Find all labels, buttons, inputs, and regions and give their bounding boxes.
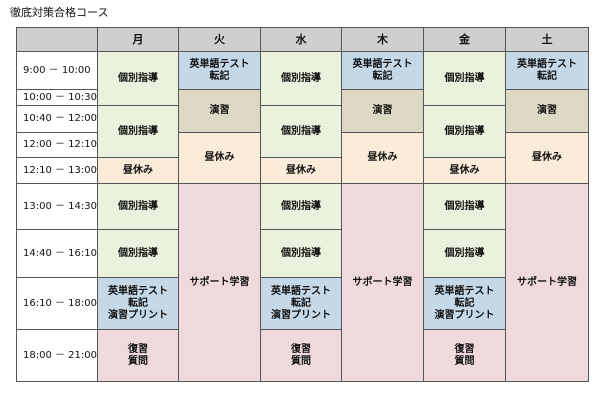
fri-kobetsu-cell: 個別指導 [423, 105, 506, 158]
tue-enshu-cell: 演習 [178, 89, 261, 133]
fri-hiru-cell: 昼休み [423, 157, 506, 184]
time-slot: 12:00 － 12:10 [16, 132, 98, 158]
mon-kobetsu-cell: 個別指導 [97, 183, 179, 230]
wed-fukushu-cell: 復習 質問 [260, 329, 342, 382]
thu-enshu-cell: 演習 [341, 89, 424, 133]
tue-hiru-cell: 昼休み [178, 132, 261, 184]
fri-kobetsu-cell: 個別指導 [423, 229, 506, 278]
day-header-tue: 火 [178, 27, 261, 52]
time-slot: 16:10 － 18:00 [16, 277, 98, 330]
mon-hiru-cell: 昼休み [97, 157, 179, 184]
day-header-thu: 木 [341, 27, 424, 52]
tue-support-cell: サポート学習 [178, 183, 261, 382]
mon-kobetsu-cell: 個別指導 [97, 51, 179, 106]
corner-cell [16, 27, 98, 52]
sat-hiru-cell: 昼休み [505, 132, 589, 184]
time-slot: 18:00 － 21:00 [16, 329, 98, 382]
mon-fukushu-cell: 復習 質問 [97, 329, 179, 382]
mon-english-print-cell: 英単語テスト 転記 演習プリント [97, 277, 179, 330]
sat-english-cell: 英単語テスト 転記 [505, 51, 589, 90]
tue-english-cell: 英単語テスト 転記 [178, 51, 261, 90]
day-header-mon: 月 [97, 27, 179, 52]
timetable: 月 火 水 木 金 土 9:00 － 10:00 個別指導 英単語テスト 転記 … [16, 27, 589, 382]
fri-fukushu-cell: 復習 質問 [423, 329, 506, 382]
wed-english-print-cell: 英単語テスト 転記 演習プリント [260, 277, 342, 330]
day-header-fri: 金 [423, 27, 506, 52]
mon-kobetsu-cell: 個別指導 [97, 229, 179, 278]
time-slot: 9:00 － 10:00 [16, 51, 98, 90]
thu-english-cell: 英単語テスト 転記 [341, 51, 424, 90]
wed-kobetsu-cell: 個別指導 [260, 51, 342, 106]
thu-hiru-cell: 昼休み [341, 132, 424, 184]
day-header-sat: 土 [505, 27, 589, 52]
page-title: 徹底対策合格コース [10, 6, 109, 19]
thu-support-cell: サポート学習 [341, 183, 424, 382]
fri-english-print-cell: 英単語テスト 転記 演習プリント [423, 277, 506, 330]
day-header-wed: 水 [260, 27, 342, 52]
fri-kobetsu-cell: 個別指導 [423, 51, 506, 106]
wed-kobetsu-cell: 個別指導 [260, 229, 342, 278]
wed-kobetsu-cell: 個別指導 [260, 183, 342, 230]
sat-support-cell: サポート学習 [505, 183, 589, 382]
sat-enshu-cell: 演習 [505, 89, 589, 133]
time-slot: 12:10 － 13:00 [16, 157, 98, 184]
time-slot: 13:00 － 14:30 [16, 183, 98, 230]
wed-kobetsu-cell: 個別指導 [260, 105, 342, 158]
mon-kobetsu-cell: 個別指導 [97, 105, 179, 158]
time-slot: 14:40 － 16:10 [16, 229, 98, 278]
time-slot: 10:00 － 10:30 [16, 89, 98, 106]
fri-kobetsu-cell: 個別指導 [423, 183, 506, 230]
time-slot: 10:40 － 12:00 [16, 105, 98, 133]
wed-hiru-cell: 昼休み [260, 157, 342, 184]
